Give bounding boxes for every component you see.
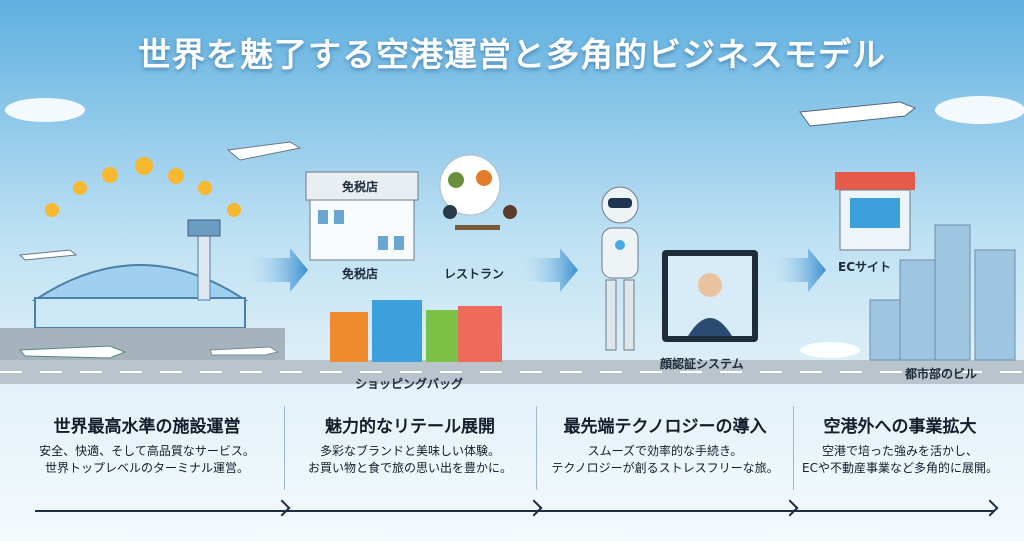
pillar-heading: 世界最高水準の施設運営 <box>53 417 241 437</box>
face-recognition-monitor <box>662 250 758 342</box>
pillar-retail: 魅力的なリテール展開 多彩なブランドと美味しい体験。 お買い物と食で旅の思い出を… <box>285 412 535 477</box>
pillar-text: 世界トップレベルのターミナル運営。 <box>44 461 249 475</box>
airport-terminal <box>0 141 302 360</box>
shopping-bag-label: ショッピングバッグ <box>355 377 464 391</box>
pillar-text: テクノロジーが創るストレスフリーな旅。 <box>551 461 779 475</box>
pillar-heading: 最先端テクノロジーの導入 <box>563 417 767 437</box>
duty-free-label: 免税店 <box>342 267 379 281</box>
road <box>0 360 1024 384</box>
restaurant-scene <box>439 154 517 230</box>
pillar-heading: 魅力的なリテール展開 <box>325 417 495 437</box>
divider <box>284 406 285 490</box>
pillar-facility-operation: 世界最高水準の施設運営 安全、快適、そして高品質なサービス。 世界トップレベルの… <box>22 412 272 477</box>
chevron-right-icon <box>525 499 543 517</box>
chevron-right-icon <box>781 499 799 517</box>
divider <box>536 406 537 490</box>
illustration-scene <box>0 0 1024 400</box>
pillar-text: 安全、快適、そして高品質なサービス。 <box>39 444 255 458</box>
pillar-text: お買い物と食で旅の思い出を豊かに。 <box>307 461 512 475</box>
pillars-section: 世界最高水準の施設運営 安全、快適、そして高品質なサービス。 世界トップレベルの… <box>0 400 1024 541</box>
pillar-technology: 最先端テクノロジーの導入 スムーズで効率的な手続き。 テクノロジーが創るストレス… <box>540 412 790 477</box>
robot <box>601 186 639 351</box>
rating-stars <box>45 157 241 217</box>
divider <box>793 406 794 490</box>
chevron-right-icon <box>273 499 291 517</box>
pillar-expansion: 空港外への事業拡大 空港で培った強みを活かし、 ECや不動産事業など多角的に展開… <box>775 412 1024 477</box>
flow-arrows <box>245 248 826 292</box>
pillar-text: 空港で培った強みを活かし、 <box>821 444 978 458</box>
ec-site-store <box>835 172 915 251</box>
pillar-heading: 空港外への事業拡大 <box>823 417 977 437</box>
duty-free-shop <box>305 171 419 261</box>
pillar-text: 多彩なブランドと美味しい体験。 <box>319 444 500 458</box>
city-buildings-label: 都市部のビル <box>905 367 978 381</box>
chevron-right-icon <box>981 499 999 517</box>
pillar-text: ECや不動産事業など多角的に展開。 <box>802 461 998 475</box>
city-buildings <box>869 224 1016 361</box>
pillar-text: スムーズで効率的な手続き。 <box>587 444 743 458</box>
duty-free-sign: 免税店 <box>342 180 379 194</box>
page-title: 世界を魅了する空港運営と多角的ビジネスモデル <box>138 35 886 74</box>
face-recognition-label: 顔認証システム <box>660 357 744 371</box>
shopping-bags <box>330 300 502 362</box>
ec-site-label: ECサイト <box>838 260 892 274</box>
timeline-line <box>35 510 995 512</box>
restaurant-label: レストラン <box>444 267 505 281</box>
